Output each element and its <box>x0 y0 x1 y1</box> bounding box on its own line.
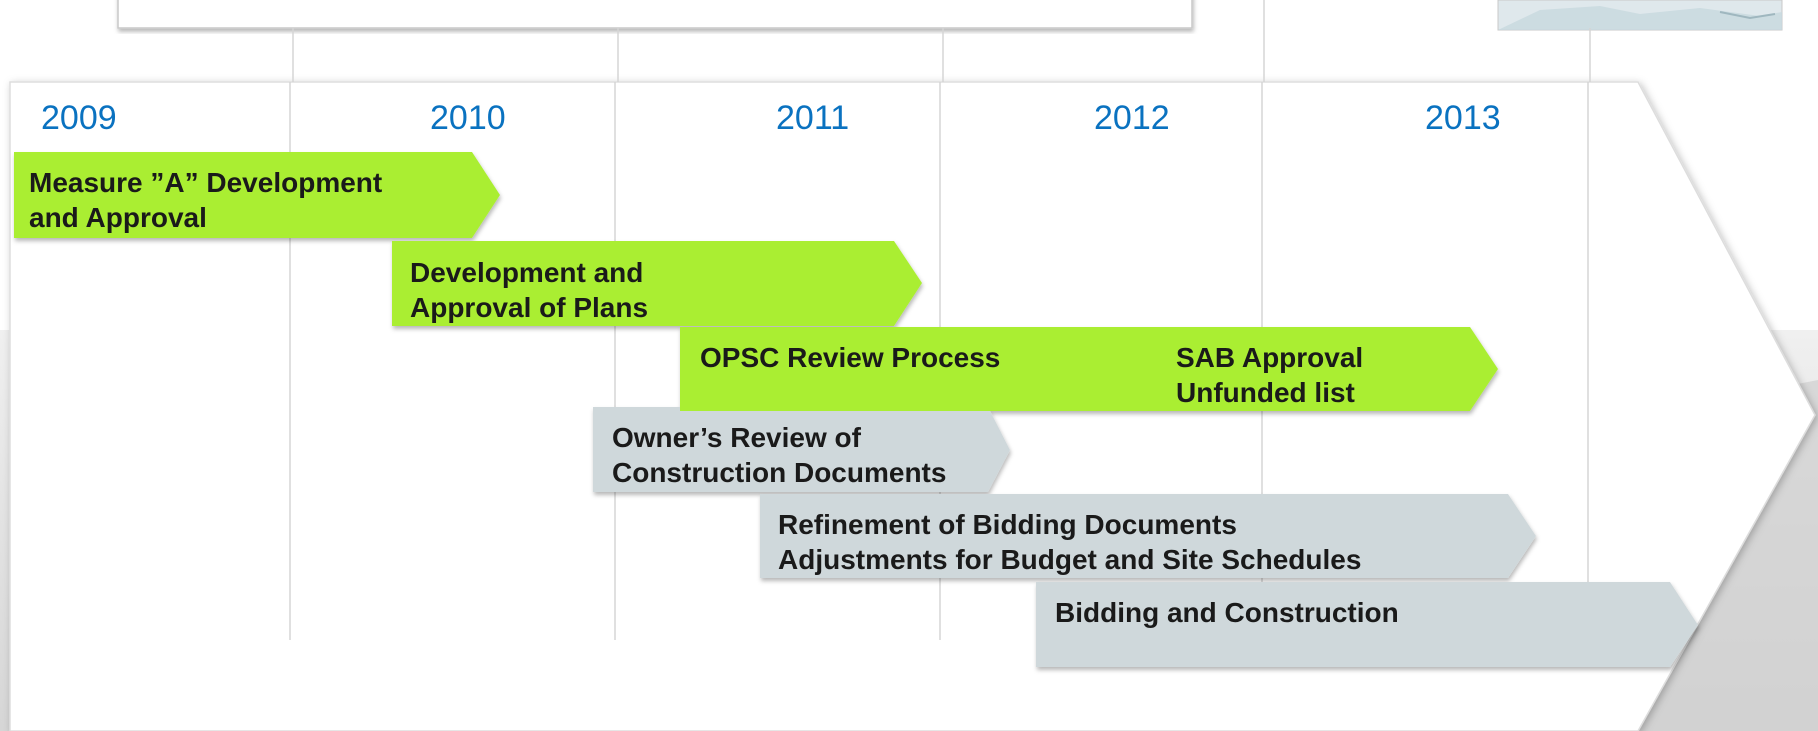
year-label-2012: 2012 <box>1094 99 1170 137</box>
phase-label-line: SAB Approval <box>1176 342 1364 373</box>
phase-label-bidding-construction: Bidding and Construction <box>1055 595 1399 630</box>
phase-label-sab-approval: SAB Approval Unfunded list <box>1176 340 1363 410</box>
phase-label-line: Development and <box>410 257 644 288</box>
year-label-2010: 2010 <box>430 99 506 137</box>
phase-label-refinement: Refinement of Bidding Documents Adjustme… <box>778 507 1361 577</box>
phase-bars <box>14 152 1698 667</box>
phase-label-line: Adjustments for Budget and Site Schedule… <box>778 544 1362 575</box>
phase-label-line: Bidding and Construction <box>1055 597 1399 628</box>
phase-label-measure-a: Measure ”A” Development and Approval <box>29 165 382 235</box>
phase-label-line: Construction Documents <box>612 457 947 488</box>
phase-bar-refinement <box>760 494 1536 578</box>
phase-label-line: Unfunded list <box>1176 377 1355 408</box>
phase-label-plans: Development and Approval of Plans <box>410 255 648 325</box>
phase-label-line: Owner’s Review of <box>612 422 861 453</box>
phase-label-line: and Approval <box>29 202 207 233</box>
phase-label-opsc-review: OPSC Review Process <box>700 340 1000 375</box>
top-panel <box>117 0 1193 29</box>
phase-label-line: Measure ”A” Development <box>29 167 383 198</box>
phase-label-owners-review: Owner’s Review of Construction Documents <box>612 420 946 490</box>
phase-bar-opsc-sab <box>680 327 1498 411</box>
phase-bar-bidding-construction <box>1036 582 1698 667</box>
year-label-2011: 2011 <box>776 99 850 137</box>
year-label-2013: 2013 <box>1425 99 1501 137</box>
phase-label-line: Refinement of Bidding Documents <box>778 509 1237 540</box>
year-label-2009: 2009 <box>41 99 117 137</box>
phase-bar-measure-a <box>14 152 500 238</box>
phase-label-line: Approval of Plans <box>410 292 649 323</box>
phase-label-line: OPSC Review Process <box>700 342 1001 373</box>
phase-bar-owners-review <box>593 407 1010 492</box>
map-thumbnail <box>1497 0 1783 31</box>
phase-bar-plans <box>392 241 922 326</box>
